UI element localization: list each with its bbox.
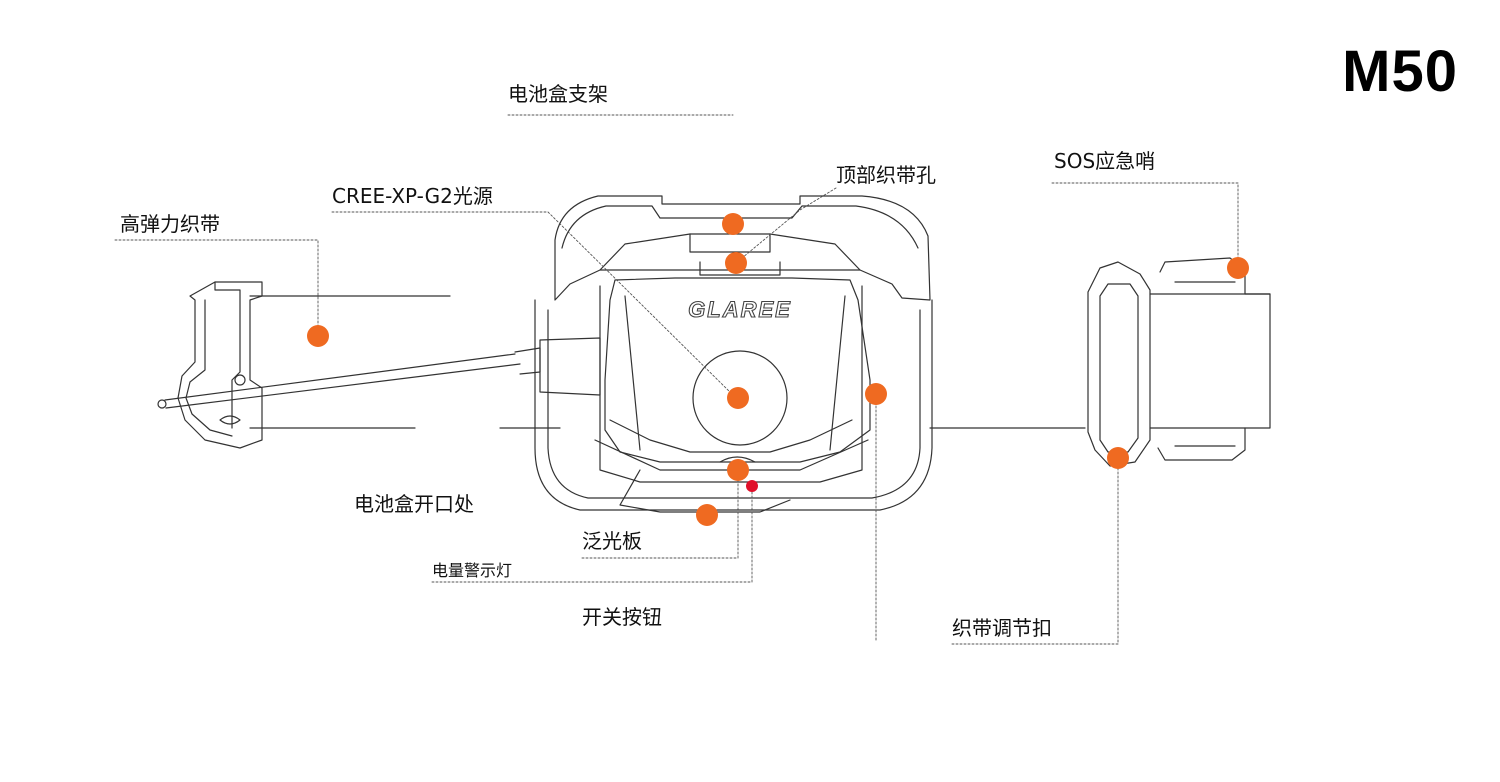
label-cree-light: CREE-XP-G2光源: [332, 184, 493, 208]
callout-markers: [307, 213, 1249, 526]
label-sos-whistle: SOS应急哨: [1054, 149, 1156, 173]
marker-flood-panel: [727, 459, 749, 481]
label-elastic-strap: 高弹力织带: [120, 212, 220, 236]
marker-battery-bracket: [722, 213, 744, 235]
label-strap-buckle: 织带调节扣: [952, 616, 1052, 640]
label-flood-panel: 泛光板: [582, 529, 642, 553]
right-buckle: [1087, 257, 1271, 467]
marker-switch-button: [696, 504, 718, 526]
marker-top-strap-hole: [725, 252, 747, 274]
marker-sos-whistle: [1227, 257, 1249, 279]
glaree-logo: GLAREE: [688, 297, 792, 322]
label-switch-button: 开关按钮: [582, 605, 662, 629]
model-title: M50: [1342, 39, 1458, 104]
cable: [164, 337, 601, 409]
label-top-strap-hole: 顶部织带孔: [836, 163, 936, 187]
marker-strap-buckle: [1107, 447, 1129, 469]
marker-power-indicator: [746, 480, 758, 492]
marker-cree-light: [727, 387, 749, 409]
label-battery-opening: 电池盒开口处: [354, 492, 474, 516]
left-strap: [249, 295, 561, 429]
leader-lines: [114, 114, 1239, 645]
label-battery-bracket: 电池盒支架: [508, 82, 608, 106]
left-clip: [157, 281, 263, 449]
marker-elastic-strap: [307, 325, 329, 347]
label-power-indicator: 电量警示灯: [432, 561, 513, 580]
marker-battery-opening: [865, 383, 887, 405]
